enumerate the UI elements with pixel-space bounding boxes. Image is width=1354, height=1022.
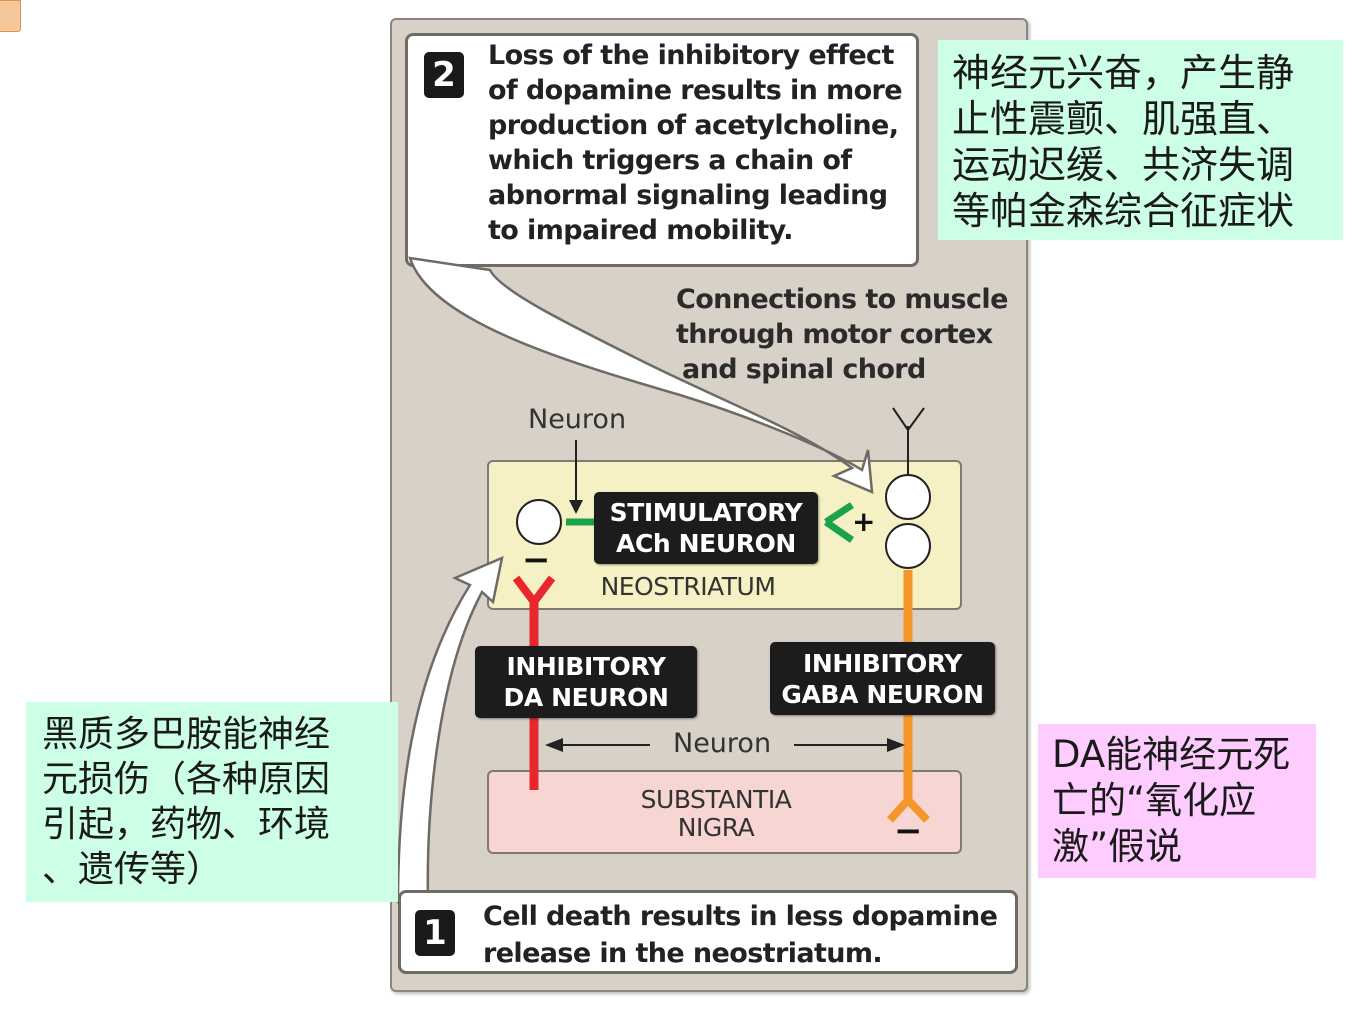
step1-line: release in the neostriatum. [483,938,883,969]
note-top-line: 神经元兴奋，产生静 [952,51,1295,95]
excitatory-synapse-lower [824,519,854,543]
connections-text: Connections to muscle through motor cort… [676,282,1016,387]
motor-dendrite-right [907,407,925,431]
motor-circle-upper [885,474,931,520]
inhibitory-gaba-line: GABA NEURON [781,679,984,709]
substantia-line: SUBSTANTIA [640,785,792,814]
inhibitory-da-line: INHIBITORY [506,652,666,681]
step2-callout [405,33,919,267]
note-substantia-nigra-damage: 黑质多巴胺能神经 元损伤（各种原因 引起，药物、环境 、遗传等） [26,702,398,902]
step2-pointer [408,256,874,494]
substantia-nigra-label: SUBSTANTIA NIGRA [616,786,816,842]
neostriatum-label: NEOSTRIATUM [600,572,776,601]
step1-callout [398,890,1018,974]
note-oxidative-stress-hypothesis: DA能神经元死 亡的“氧化应 激”假说 [1038,724,1316,878]
note-left-line: 黑质多巴胺能神经 [42,714,331,755]
note-left-line: 元损伤（各种原因 [42,759,331,800]
step2-line: of dopamine results in more [488,75,903,106]
gaba-terminal-right [905,797,930,823]
step2-line: abnormal signaling leading [488,180,888,211]
connections-line: Connections to muscle [676,284,1008,315]
step1-number: 1 [415,910,455,956]
step2-line: which triggers a chain of [488,145,852,176]
da-minus-sign: − [522,540,551,580]
inhibitory-da-neuron-box: INHIBITORY DA NEURON [475,646,697,718]
motor-dendrite-left [892,407,909,431]
note-parkinson-symptoms: 神经元兴奋，产生静 止性震颤、肌强直、 运动迟缓、共济失调 等帕金森综合征症状 [938,40,1343,240]
step1-line: Cell death results in less dopamine [483,901,998,932]
stimulatory-line: ACh NEURON [616,529,796,558]
da-terminal-right [530,575,556,605]
corner-tab-icon [0,0,21,32]
inhibitory-gaba-line: INHIBITORY [802,648,963,678]
step2-number: 2 [424,52,464,98]
step2-line: to impaired mobility. [488,215,793,246]
ach-target-circle [516,499,562,545]
gaba-minus-sign: − [894,811,923,851]
substantia-line: NIGRA [677,813,755,842]
excitatory-plus-sign: + [852,505,876,538]
excitatory-synapse-upper [824,502,854,525]
note-top-line: 运动迟缓、共济失调 [952,143,1295,187]
step2-line: production of acetylcholine, [488,110,899,141]
step2-text: Loss of the inhibitory effect of dopamin… [488,38,908,248]
inhibitory-da-line: DA NEURON [503,683,669,712]
inhibitory-gaba-neuron-box: INHIBITORY GABA NEURON [770,642,995,715]
stimulatory-line: STIMULATORY [609,498,803,527]
note-right-line: DA能神经元死 [1052,733,1291,776]
neuron-left-arrowhead [545,738,563,752]
stimulatory-ach-neuron-box: STIMULATORY ACh NEURON [594,492,818,564]
gaba-terminal-left [887,797,911,823]
note-top-line: 止性震颤、肌强直、 [952,97,1295,141]
connections-line: and spinal chord [682,354,926,385]
note-left-line: 引起，药物、环境 [42,804,331,845]
step2-line: Loss of the inhibitory effect [488,40,894,71]
step1-text: Cell death results in less dopamine rele… [483,898,1013,972]
note-top-line: 等帕金森综合征症状 [952,189,1295,233]
note-left-line: 、遗传等） [42,849,223,890]
gaba-circle [885,523,931,569]
note-right-line: 激”假说 [1052,825,1183,868]
neuron-label-top: Neuron [528,404,627,435]
neuron-input-arrowhead [569,500,583,514]
neuron-right-arrowhead [887,738,905,752]
substantia-nigra-box [487,770,962,854]
neuron-label-bottom: Neuron [673,728,772,759]
step1-pointer [396,555,504,904]
note-right-line: 亡的“氧化应 [1052,779,1257,822]
connections-line: through motor cortex [676,319,993,350]
da-terminal-left [512,575,538,605]
